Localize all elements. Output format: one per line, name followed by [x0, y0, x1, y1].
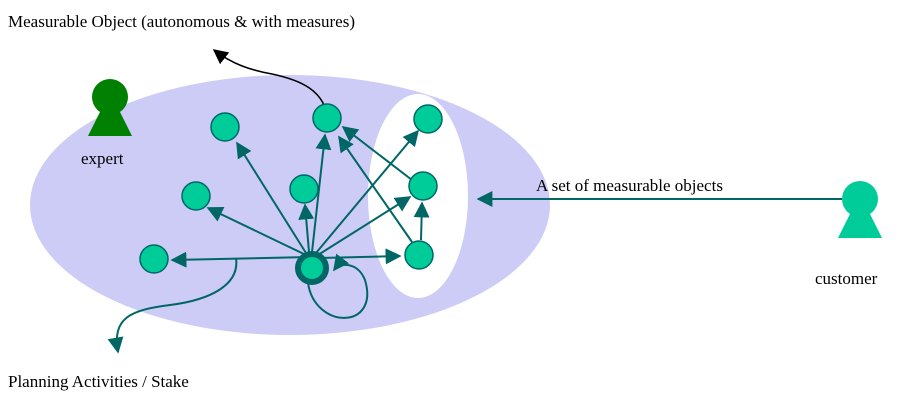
customer-label: customer [815, 269, 878, 288]
node-upper-right [413, 104, 443, 134]
measurable-object-callout-arrow [212, 49, 329, 121]
measurable-object-label: Measurable Object (autonomous & with mea… [8, 12, 355, 31]
customer-person-icon [838, 181, 882, 238]
arrow-to-mid-node [298, 203, 315, 253]
arrow-mid-right-to-top [341, 126, 413, 181]
arrow-to-upper-right-node [315, 129, 420, 254]
node-mid [289, 174, 319, 204]
planning-callout-arrow [107, 257, 238, 354]
arrows [107, 126, 842, 354]
arrow-to-upper-left-node [236, 141, 307, 254]
arrow-to-left-node [170, 251, 311, 268]
arrow-lower-right-to-top [338, 135, 413, 243]
expert-label: expert [81, 149, 124, 168]
arrow-to-top-node [311, 133, 332, 253]
arrow-to-mid-right-node [317, 196, 412, 256]
node-left [139, 244, 169, 274]
object-set-label: A set of measurable objects [536, 176, 723, 195]
planning-label: Planning Activities / Stake [8, 372, 189, 391]
node-upper-left [210, 112, 240, 142]
node-mid-right [408, 171, 438, 201]
arrow-to-mid-left-node [206, 207, 307, 256]
expert-person-icon [88, 79, 132, 136]
node-lower-right [404, 240, 434, 270]
node-top-measurable-object [312, 103, 342, 133]
nodes [139, 103, 443, 285]
arrow-lower-right-to-mid-right [413, 201, 430, 241]
self-loop-arrow [307, 253, 369, 319]
node-mid-left [181, 181, 211, 211]
node-central [295, 251, 329, 285]
